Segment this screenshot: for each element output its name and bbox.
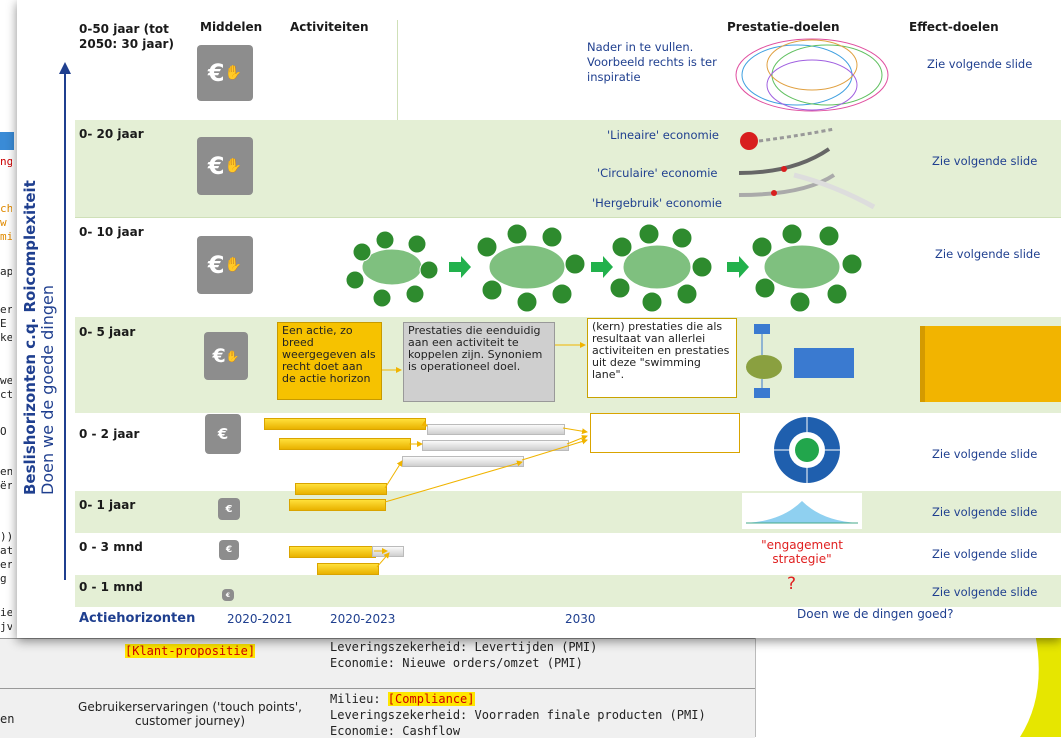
bg-left-cell: ke — [0, 331, 12, 344]
engagement-strategy: "engagement strategie" — [761, 538, 843, 566]
horizon-label: 0- 20 jaar — [79, 127, 144, 141]
bg-left-column: ng ch w mi ap er E ke we ct O en ër )) a… — [0, 120, 14, 638]
money-icon: €✋ — [204, 332, 248, 380]
money-icon: €✋ — [197, 45, 253, 101]
bg-left-cell: mi — [0, 230, 12, 243]
bg-row2-left: Gebruikerservaringen ('touch points', cu… — [78, 700, 302, 728]
economy-label: 'Lineaire' economie — [607, 128, 719, 142]
background-table-divider — [0, 688, 755, 689]
axis-line2: Doen we de goede dingen — [38, 284, 57, 495]
background-right-panel — [755, 638, 756, 737]
bg-left-cell: ng — [0, 155, 12, 168]
row-band — [75, 575, 1061, 607]
header-prestatie: Prestatie-doelen — [727, 20, 840, 34]
slide: Middelen Activiteiten Prestatie-doelen E… — [17, 0, 1061, 638]
empty-box — [590, 413, 740, 453]
effect-goal[interactable]: Zie volgende slide — [932, 154, 1038, 168]
activity-bar — [279, 438, 411, 450]
row-band — [75, 533, 1061, 575]
bg-row2-right-3: Economie: Cashflow — [330, 724, 461, 738]
bg-left-cell: jv. — [0, 620, 12, 633]
header-middelen: Middelen — [200, 20, 263, 34]
activity-bar — [295, 483, 387, 495]
money-icon: €✋ — [197, 137, 253, 195]
bg-left-cell: at — [0, 544, 12, 557]
circle-diagram-image — [774, 417, 840, 483]
money-icon: €✋ — [197, 236, 253, 294]
bg-left-cell: )) — [0, 530, 12, 543]
prestatie-bar — [402, 456, 524, 467]
prestatie-bar — [427, 424, 565, 435]
prestaties-box: Prestaties die eenduidig aan een activit… — [403, 322, 555, 402]
horizon-label: 0- 10 jaar — [79, 225, 144, 239]
effect-goal[interactable]: Zie volgende slide — [927, 57, 1033, 71]
bg-klant-propositie: [Klant-propositie] — [125, 644, 256, 658]
effect-goal[interactable]: Zie volgende slide — [932, 585, 1038, 599]
bg-left-cell: ap — [0, 265, 12, 278]
horizon-label: 0 - 3 mnd — [79, 540, 143, 554]
effect-goal[interactable]: Zie volgende slide — [932, 505, 1038, 519]
bg-left-cell: ër — [0, 479, 12, 492]
bg-row2-right-2: Leveringszekerheid: Voorraden finale pro… — [330, 708, 706, 722]
horizon-label: 0- 5 jaar — [79, 325, 136, 339]
kern-diagram-image — [746, 324, 854, 398]
bg-blue-header — [0, 132, 14, 150]
bg-left-cell: g — [0, 572, 7, 585]
bg-left-cell: er — [0, 303, 12, 316]
bg-left-cell: w — [0, 216, 7, 229]
activity-bar — [317, 563, 379, 575]
bg-left-cell: ct — [0, 388, 12, 401]
bg-left-cell: er — [0, 558, 12, 571]
action-box: Een actie, zo breed weergegeven als rech… — [277, 322, 382, 400]
cluster-diagrams-image — [345, 223, 863, 313]
economy-label: 'Circulaire' economie — [597, 166, 718, 180]
horizon-label: 0 - 1 mnd — [79, 580, 143, 594]
horizon-label: 0- 1 jaar — [79, 498, 136, 512]
economy-arrows-image — [738, 127, 876, 210]
effect-doc-thumbnail — [920, 326, 1061, 402]
vertical-axis-label: Beslishorizonten c.q. Roicomplexiteit Do… — [21, 155, 57, 495]
bg-left-cell: E — [0, 317, 7, 330]
bg-row2-leftcut: en — [0, 712, 15, 726]
bg-left-cell: ie — [0, 606, 12, 619]
activity-bar — [289, 499, 386, 511]
axis-line1: Beslishorizonten c.q. Roicomplexiteit — [21, 180, 39, 495]
action-horizons-title: Actiehorizonten — [79, 611, 196, 626]
effect-goal[interactable]: Zie volgende slide — [932, 547, 1038, 561]
economy-label: 'Hergebruik' economie — [592, 196, 723, 210]
horizon-label: 0 - 2 jaar — [79, 427, 140, 441]
bg-left-cell: en — [0, 465, 12, 478]
venn-diagram-image — [735, 38, 889, 112]
bg-left-cell: O — [0, 425, 7, 438]
effect-goal[interactable]: Zie volgende slide — [932, 447, 1038, 461]
horizon-label: 0-50 jaar (tot 2050: 30 jaar) — [79, 22, 174, 51]
money-icon: € — [218, 498, 240, 520]
bg-left-cell: we — [0, 374, 12, 387]
bg-row1-right-2: Economie: Nieuwe orders/omzet (PMI) — [330, 656, 583, 670]
activity-bar — [264, 418, 426, 430]
question-mark: ? — [787, 574, 797, 594]
vertical-axis-arrow — [59, 62, 71, 580]
year-label: 2030 — [565, 612, 596, 626]
prestatie-bar — [372, 546, 404, 557]
column-divider — [397, 20, 398, 120]
money-icon: € — [205, 414, 241, 454]
kern-prestaties-box: (kern) prestaties die als resultaat van … — [587, 318, 737, 398]
activity-bar — [289, 546, 376, 558]
bg-row2-right-1: Milieu: [Compliance] — [330, 692, 475, 706]
year-label: 2020-2023 — [330, 612, 396, 626]
header-effect: Effect-doelen — [909, 20, 999, 34]
header-activiteiten: Activiteiten — [290, 20, 369, 34]
year-label: 2020-2021 — [227, 612, 293, 626]
prestatie-bar — [422, 440, 569, 451]
money-icon: € — [222, 589, 234, 601]
money-icon: € — [219, 540, 239, 560]
doen-we-dingen-goed: Doen we de dingen goed? — [797, 607, 954, 621]
note-fill-in: Nader in te vullen. Voorbeeld rechts is … — [587, 40, 717, 84]
bg-row1-right-1: Leveringszekerheid: Levertijden (PMI) — [330, 640, 598, 654]
effect-goal[interactable]: Zie volgende slide — [935, 247, 1041, 261]
curve-diagram-image — [742, 493, 862, 529]
bg-left-cell: ch — [0, 202, 12, 215]
